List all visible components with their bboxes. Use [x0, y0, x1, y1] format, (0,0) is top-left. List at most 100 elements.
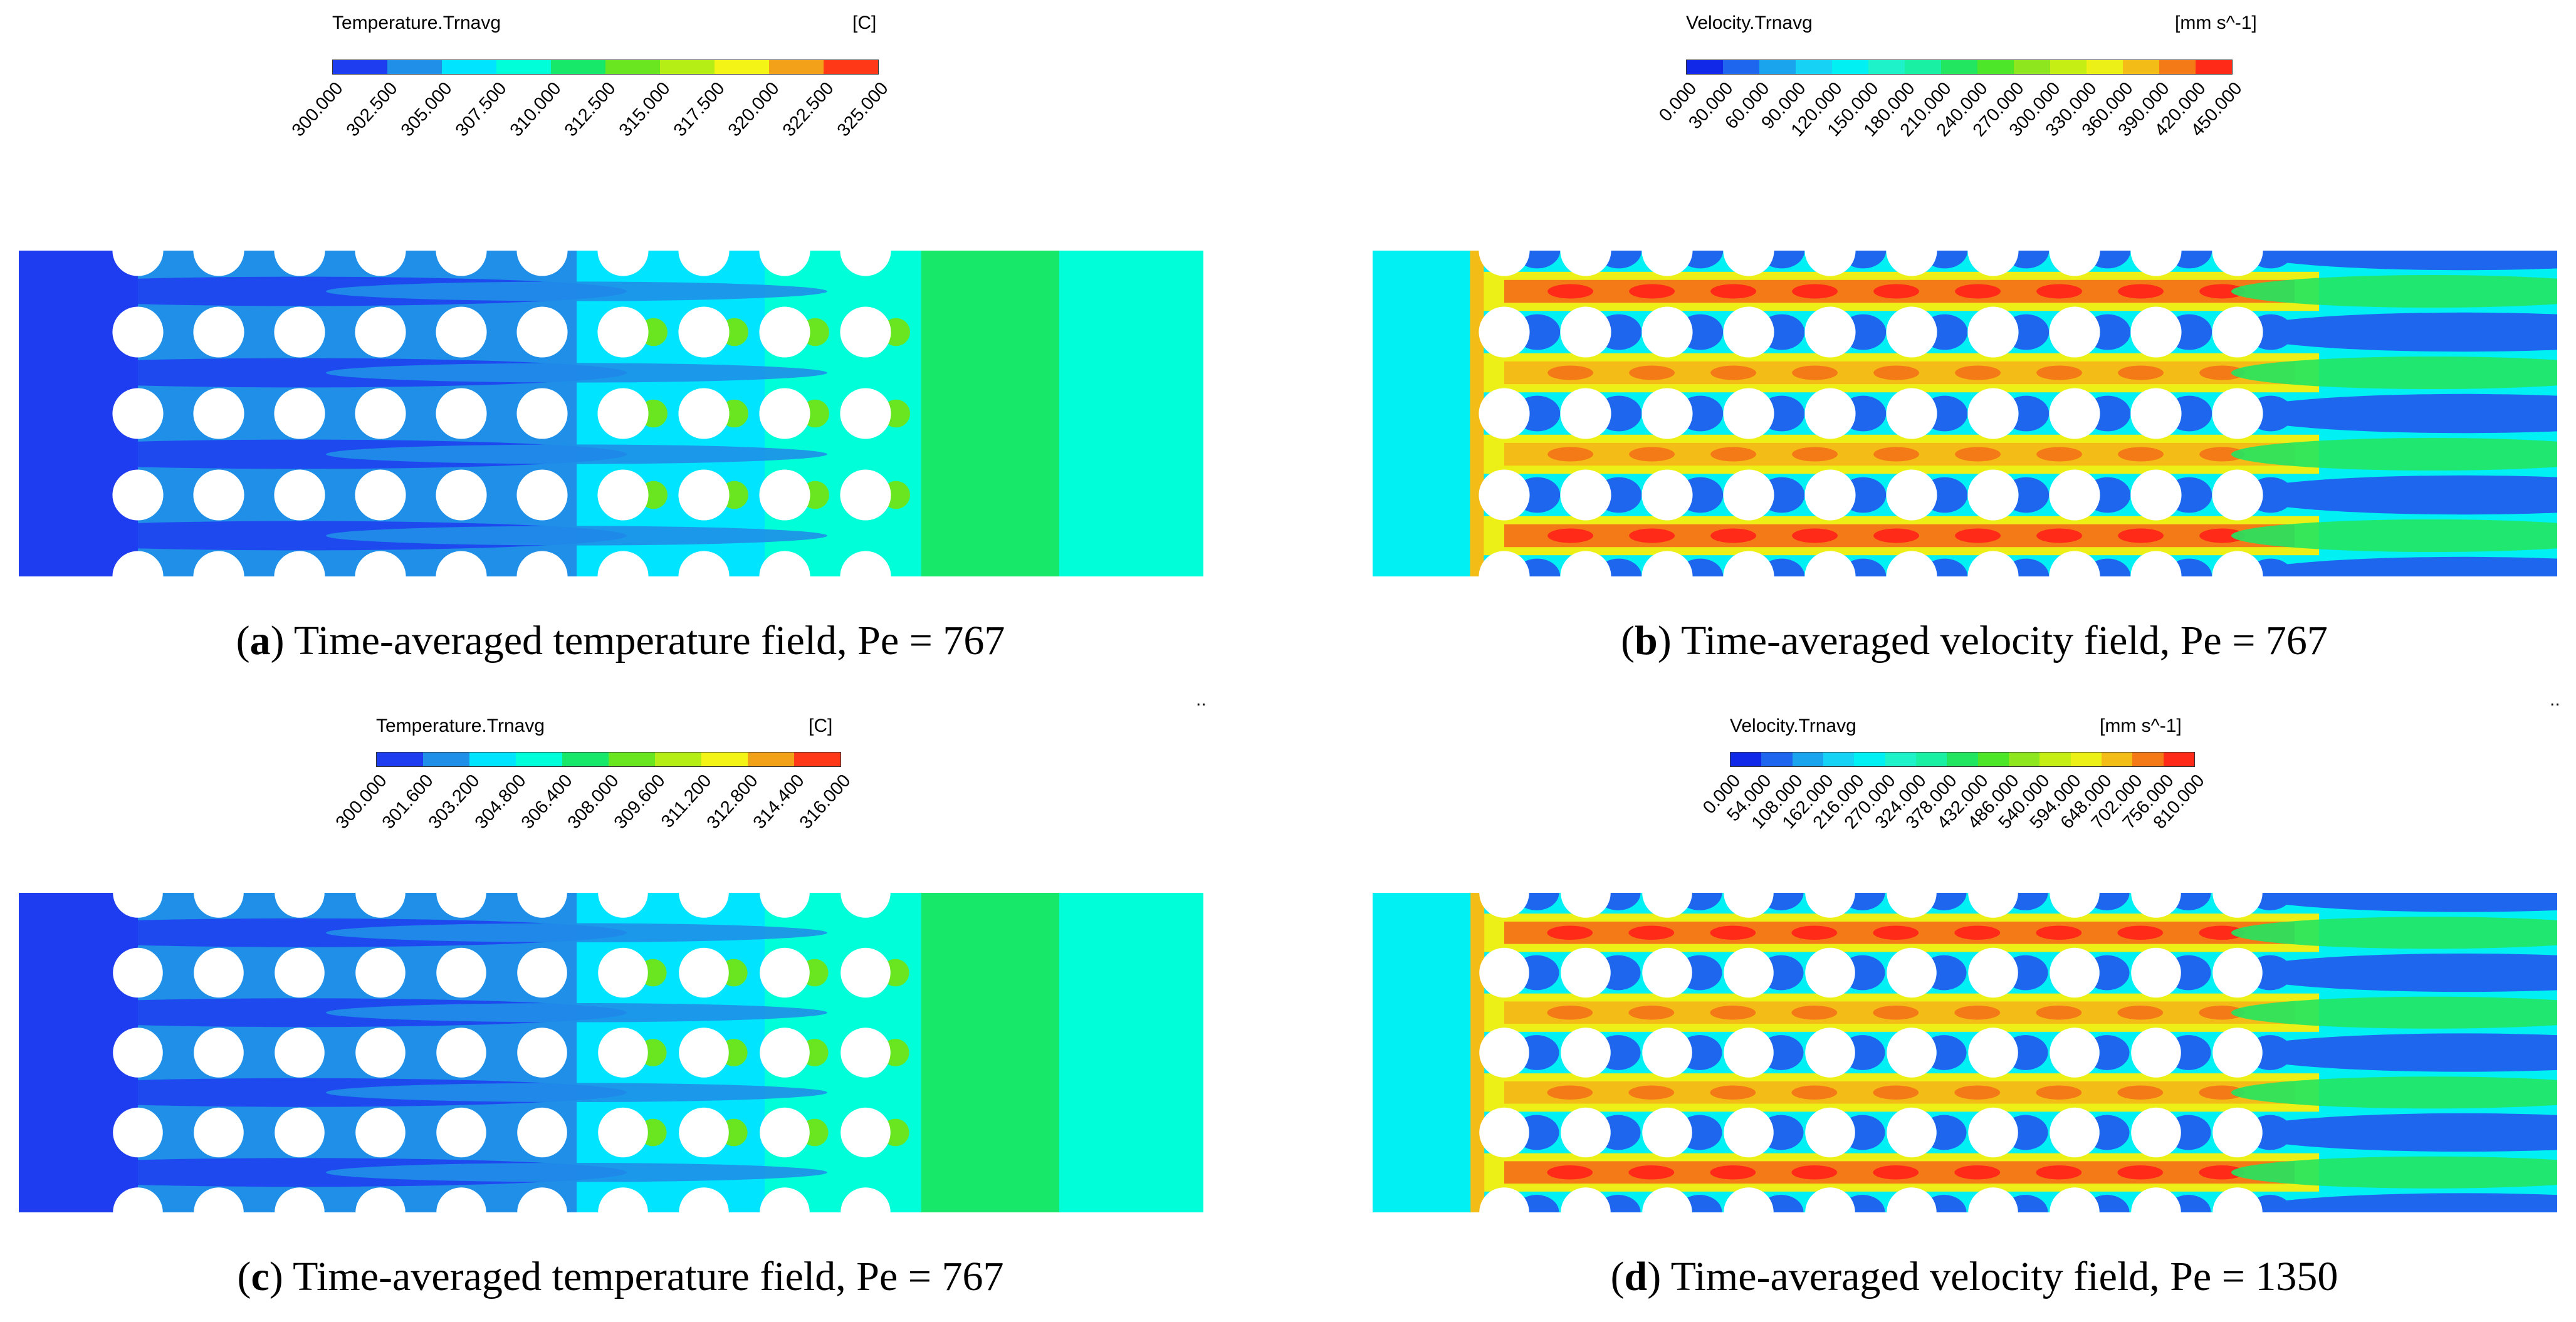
- cylinder: [2212, 1028, 2263, 1078]
- cylinder: [840, 251, 891, 276]
- separator-marks: ..: [1196, 689, 1207, 710]
- cylinder: [2130, 469, 2182, 521]
- legend-unit: [mm s^-1]: [2100, 716, 2182, 736]
- cylinder: [193, 251, 244, 276]
- colorbar-tick-label: 316.000: [795, 771, 855, 833]
- cylinder: [1479, 306, 1530, 358]
- cylinder: [759, 469, 810, 521]
- jet-peak: [1710, 447, 1756, 462]
- cylinder: [1887, 1187, 1937, 1212]
- wake-jet: [2231, 357, 2557, 389]
- cylinder: [2050, 1107, 2100, 1158]
- cylinder: [1723, 251, 1774, 276]
- downstream-low-speed: [2238, 556, 2557, 576]
- jet-peak: [1955, 528, 2001, 543]
- cylinder: [275, 947, 325, 998]
- cylinder: [436, 1187, 486, 1212]
- cylinder: [1479, 551, 1530, 576]
- colorbar-segment: [1723, 60, 1759, 74]
- colorbar-segment: [1868, 60, 1905, 74]
- jet-peak: [1710, 1165, 1756, 1180]
- temperature-field-plot: [19, 251, 1203, 576]
- colorbar-tick-label: 317.500: [669, 78, 729, 141]
- cylinder: [760, 1187, 810, 1212]
- jet-peak: [1873, 365, 1919, 380]
- cylinder: [1642, 947, 1692, 998]
- cylinder: [597, 306, 649, 358]
- cylinder: [193, 551, 244, 576]
- cylinder: [759, 388, 810, 439]
- cylinder: [275, 893, 325, 918]
- figure-caption: (d) Time-averaged velocity field, Pe = 1…: [1610, 1254, 2338, 1299]
- cylinder: [436, 893, 486, 918]
- colorbar-segment: [516, 752, 562, 766]
- jet-peak: [2199, 1006, 2245, 1020]
- colorbar-segment: [2014, 60, 2050, 74]
- cylinder: [2131, 1028, 2181, 1078]
- colorbar-segment: [2101, 752, 2133, 766]
- cylinder: [597, 469, 649, 521]
- jet-peak: [1791, 1085, 1838, 1100]
- cylinder: [1561, 947, 1611, 998]
- cylinder: [840, 947, 891, 998]
- colorbar-segment: [1905, 60, 1941, 74]
- cylinder: [274, 251, 325, 276]
- cool-streak: [326, 444, 827, 464]
- cylinder: [1804, 388, 1856, 439]
- cylinder: [1641, 306, 1693, 358]
- colorbar: [1730, 752, 2195, 767]
- legend-title: Velocity.Trnavg: [1686, 13, 1813, 33]
- cylinder: [678, 551, 730, 576]
- jet-peak: [1792, 528, 1838, 543]
- cylinder: [1561, 1107, 1611, 1158]
- cylinder: [1642, 1107, 1692, 1158]
- colorbar-segment: [333, 60, 387, 74]
- cylinder: [436, 1028, 486, 1078]
- cool-streak: [326, 1083, 827, 1103]
- cylinder: [2131, 947, 2181, 998]
- colorbar-segment: [715, 60, 769, 74]
- cylinder: [1805, 1187, 1855, 1212]
- cylinder: [678, 469, 730, 521]
- cylinder: [1967, 469, 2019, 521]
- colorbar-segment: [2132, 752, 2164, 766]
- colorbar-tick-label: 301.600: [378, 771, 437, 833]
- colorbar-segment: [660, 60, 715, 74]
- cylinder: [1724, 1107, 1774, 1158]
- jet-peak: [2118, 447, 2164, 462]
- cylinder: [1886, 469, 1937, 521]
- cylinder: [1479, 1187, 1529, 1212]
- jet-peak: [1547, 1006, 1593, 1020]
- colorbar-tick-label: 315.000: [615, 78, 674, 141]
- cylinder: [274, 388, 325, 439]
- cylinder: [355, 469, 406, 521]
- cylinder: [2049, 251, 2100, 276]
- cylinder: [2131, 1187, 2181, 1212]
- colorbar-tick-label: 312.500: [560, 78, 620, 141]
- colorbar-segment: [562, 752, 609, 766]
- temperature-field-plot: [19, 893, 1203, 1212]
- cylinder: [517, 893, 567, 918]
- cylinder: [2130, 388, 2182, 439]
- wake-jet: [2231, 519, 2557, 552]
- cylinder: [1479, 469, 1530, 521]
- colorbar-segment: [1761, 752, 1793, 766]
- jet-peak: [1628, 1006, 1675, 1020]
- downstream-low-speed: [2238, 393, 2557, 434]
- cylinder: [355, 1107, 406, 1158]
- wake-jet: [2231, 1156, 2557, 1189]
- caption-text: Time-averaged temperature field, Pe = 76…: [293, 618, 1005, 664]
- cylinder: [759, 251, 810, 276]
- wake-jet: [2231, 275, 2557, 308]
- separator-marks: ..: [2550, 689, 2560, 710]
- cylinder: [194, 1107, 244, 1158]
- cylinder: [194, 893, 244, 918]
- jet-peak: [2199, 365, 2245, 380]
- cylinder: [517, 1187, 567, 1212]
- cylinder: [1723, 469, 1774, 521]
- jet-peak: [1629, 284, 1675, 299]
- cylinder: [760, 947, 810, 998]
- jet-peak: [1873, 284, 1919, 299]
- colorbar-tick-label: 314.400: [749, 771, 809, 833]
